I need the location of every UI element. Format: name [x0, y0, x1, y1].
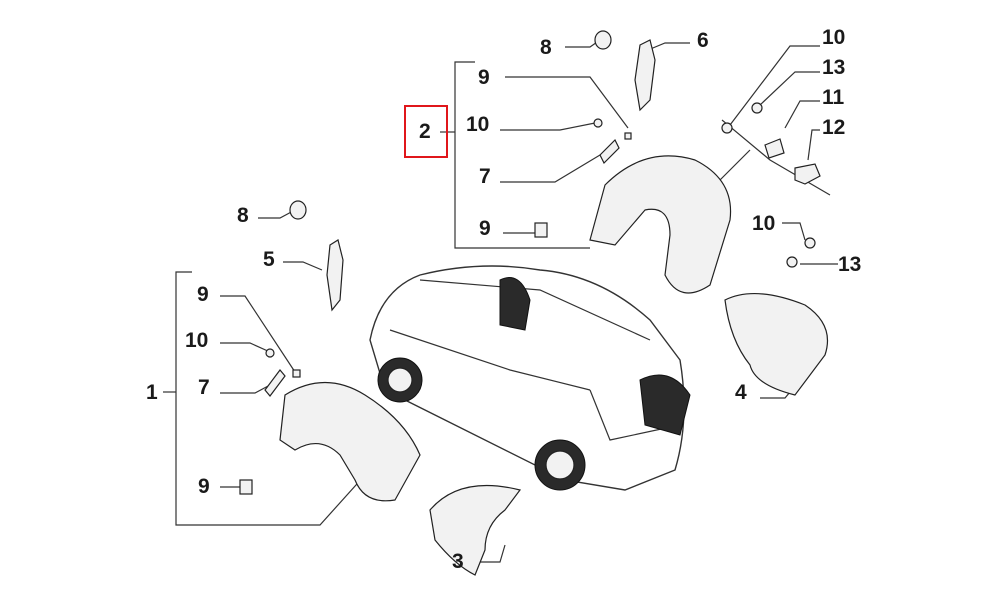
callout-1[interactable]: 1 [146, 381, 158, 404]
callout-13[interactable]: 13 [838, 253, 862, 276]
callout-8[interactable]: 8 [540, 36, 552, 59]
callout-8[interactable]: 8 [237, 204, 249, 227]
group-1-bracket [163, 271, 366, 526]
liner-1 [279, 381, 421, 502]
liner-2 [589, 155, 732, 294]
callout-9[interactable]: 9 [479, 217, 491, 240]
callout-5[interactable]: 5 [263, 248, 275, 271]
callout-13[interactable]: 13 [822, 56, 846, 79]
car-outline [369, 265, 691, 491]
liner-4 [724, 293, 829, 396]
group-2-bracket [440, 61, 629, 249]
callout-7[interactable]: 7 [198, 376, 210, 399]
callout-11[interactable]: 11 [822, 86, 845, 109]
callout-10[interactable]: 10 [185, 329, 209, 352]
callout-10[interactable]: 10 [466, 113, 490, 136]
callout-4[interactable]: 4 [735, 381, 747, 404]
callout-7[interactable]: 7 [479, 165, 491, 188]
callout-10[interactable]: 10 [752, 212, 776, 235]
highlight-box-part-2 [404, 105, 448, 158]
callout-9[interactable]: 9 [198, 475, 210, 498]
callout-6[interactable]: 6 [697, 29, 709, 52]
callout-10[interactable]: 10 [822, 26, 846, 49]
callout-9[interactable]: 9 [197, 283, 209, 306]
callout-9[interactable]: 9 [478, 66, 490, 89]
callout-12[interactable]: 12 [822, 116, 846, 139]
liner-3 [429, 484, 522, 576]
callout-3[interactable]: 3 [452, 550, 464, 573]
callout-2[interactable]: 2 [419, 120, 431, 143]
